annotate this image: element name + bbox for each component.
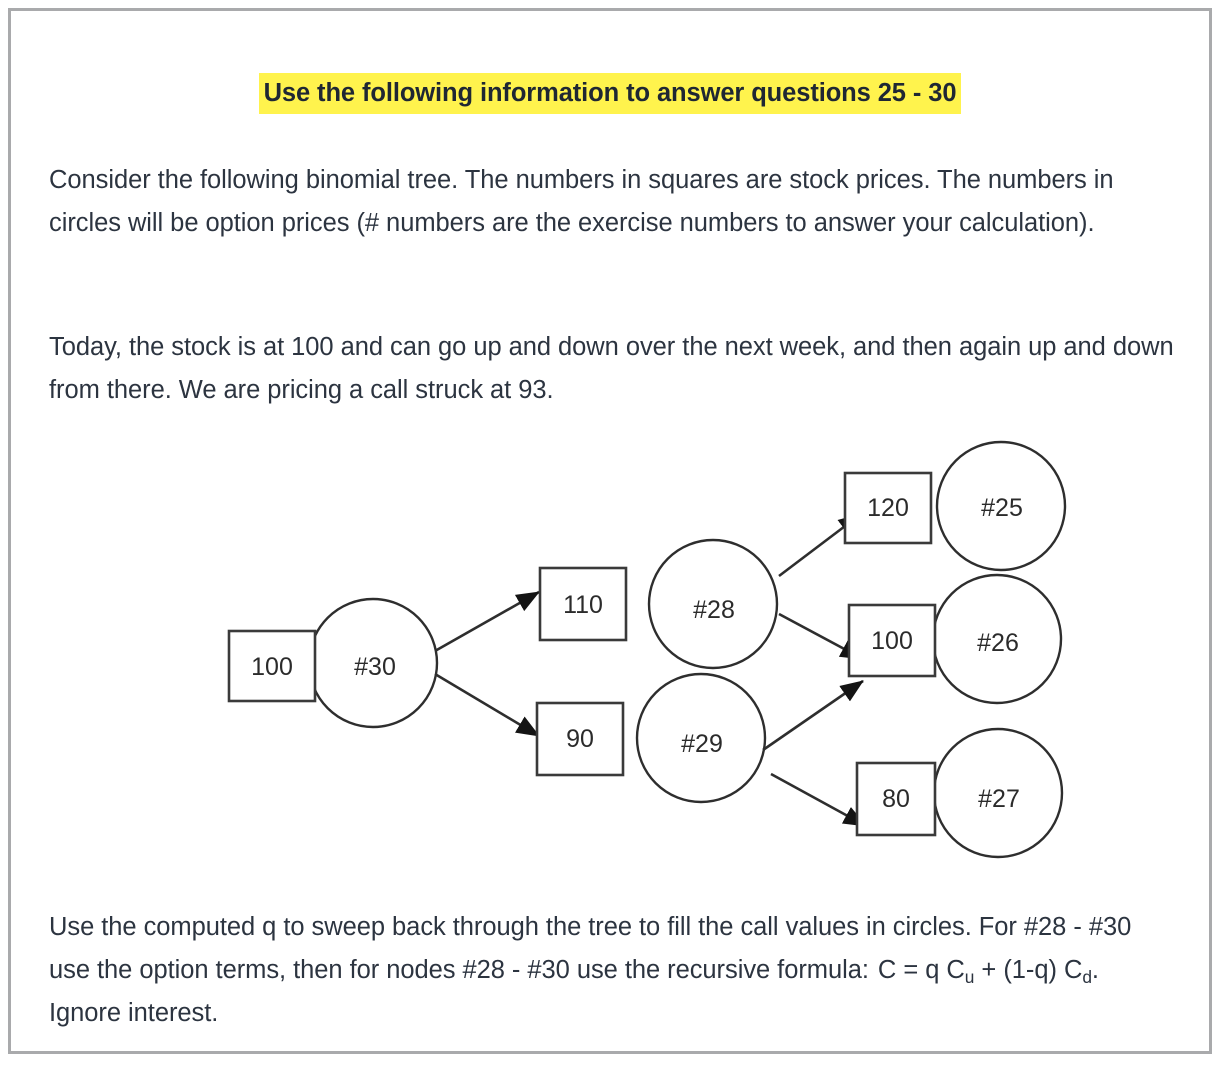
- node-down-square: [535, 701, 625, 777]
- node-dd-option: #27: [978, 785, 1020, 813]
- binomial-tree-svg: 100 #30 110 #28 90 #29: [227, 440, 1067, 859]
- node-up: 110 #28: [538, 538, 779, 670]
- formula-period: .: [1091, 956, 1099, 984]
- instructions-text-lead: Use the computed q to sweep back through…: [49, 913, 1132, 984]
- edge-down-ud: [762, 679, 864, 752]
- paragraph-setup: Today, the stock is at 100 and can go up…: [49, 333, 1174, 404]
- binomial-tree-diagram: 100 #30 110 #28 90 #29: [201, 426, 1091, 886]
- node-dd-square: [855, 761, 937, 837]
- formula-cd: Cd: [1063, 956, 1092, 987]
- paragraph-intro: Consider the following binomial tree. Th…: [49, 166, 1114, 237]
- formula-one-minus-q: (1-q): [1003, 956, 1057, 984]
- node-root-square: [227, 629, 317, 703]
- node-root: 100 #30: [227, 597, 439, 729]
- node-up-circle: [647, 538, 779, 670]
- node-uu-stock: 120: [867, 494, 909, 522]
- node-uu-option: #25: [981, 494, 1023, 522]
- document-content: Use the following information to answer …: [11, 11, 1209, 1051]
- instructions-text-tail: Ignore interest.: [49, 999, 219, 1027]
- node-dd: 80 #27: [855, 727, 1064, 859]
- node-ud-square: [847, 603, 937, 678]
- node-up-stock: 110: [563, 591, 603, 619]
- formula-equals: =: [903, 956, 919, 984]
- node-up-square: [538, 566, 628, 642]
- page-title: Use the following information to answer …: [258, 73, 962, 115]
- node-ud-option: #26: [977, 629, 1019, 657]
- node-up-option: #28: [693, 596, 735, 624]
- node-ud-stock: 100: [871, 627, 913, 655]
- node-down-stock: 90: [566, 725, 594, 753]
- node-ud: 100 #26: [847, 573, 1063, 705]
- formula-cu: Cu: [946, 956, 975, 987]
- edge-root-down: [434, 672, 540, 738]
- recursive-formula: C = q Cu + (1-q) Cd.: [877, 956, 1099, 987]
- node-root-option: #30: [354, 653, 396, 681]
- node-down: 90 #29: [535, 672, 767, 804]
- formula-plus: +: [981, 956, 997, 984]
- node-uu-circle: [935, 440, 1067, 572]
- heading-row: Use the following information to answer …: [11, 73, 1209, 115]
- node-dd-stock: 80: [882, 785, 910, 813]
- formula-cd-subscript: d: [1082, 966, 1092, 987]
- paragraph-instructions: Use the computed q to sweep back through…: [49, 906, 1169, 1035]
- formula-q: q: [925, 956, 940, 984]
- formula-cu-subscript: u: [964, 966, 975, 987]
- formula-c: C: [877, 956, 897, 984]
- formula-cu-base: C: [946, 956, 965, 984]
- document-page: Use the following information to answer …: [8, 8, 1212, 1054]
- node-uu: 120 #25: [843, 440, 1067, 572]
- node-down-option: #29: [681, 730, 723, 758]
- formula-cd-base: C: [1063, 956, 1083, 984]
- node-down-circle: [635, 672, 767, 804]
- tree-edges: [434, 512, 867, 828]
- node-root-stock: 100: [251, 653, 293, 681]
- edge-down-dd: [770, 772, 867, 828]
- node-uu-square: [843, 471, 933, 545]
- edge-root-up: [434, 590, 540, 653]
